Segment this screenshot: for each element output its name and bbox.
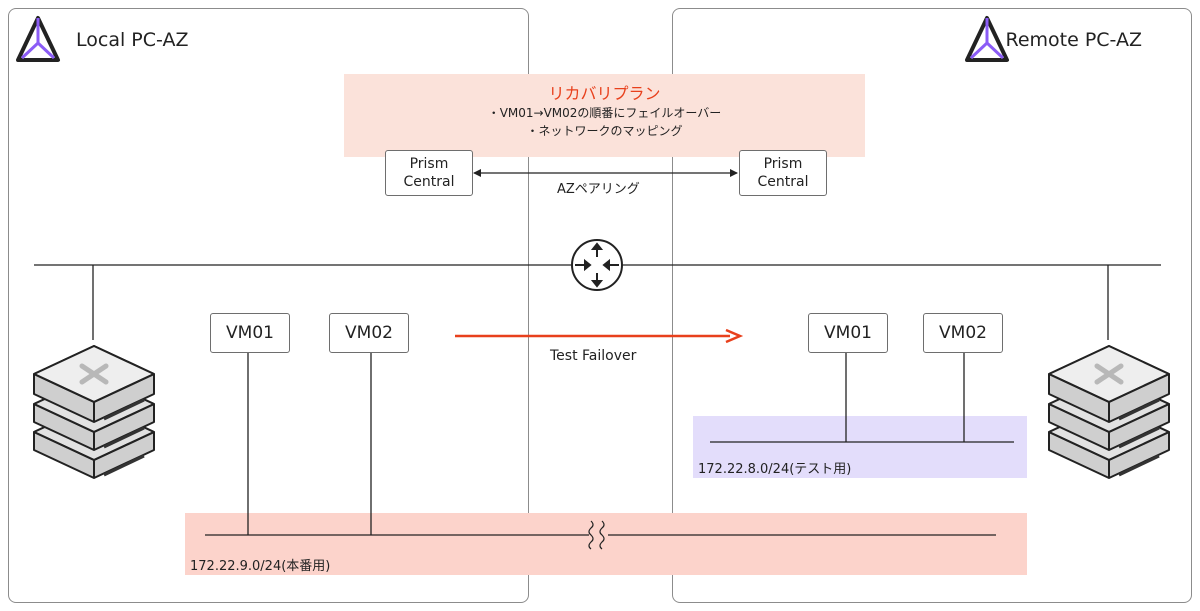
local-vm02[interactable]: VM02 bbox=[329, 313, 409, 353]
remote-vm02[interactable]: VM02 bbox=[923, 313, 1003, 353]
router-icon bbox=[571, 239, 623, 291]
test-failover-label: Test Failover bbox=[550, 348, 637, 364]
local-prism-central[interactable]: Prism Central bbox=[385, 150, 473, 196]
wan-break-icon bbox=[588, 520, 605, 550]
recovery-plan-box: リカバリプラン ・VM01→VM02の順番にフェイルオーバー ・ネットワークのマ… bbox=[344, 74, 865, 157]
test-subnet-label: 172.22.8.0/24(テスト用) bbox=[698, 462, 852, 477]
production-subnet bbox=[185, 513, 1027, 575]
local-vm01[interactable]: VM01 bbox=[210, 313, 290, 353]
production-subnet-label: 172.22.9.0/24(本番用) bbox=[190, 559, 331, 574]
test-subnet bbox=[693, 416, 1027, 478]
recovery-plan-item: ・ネットワークのマッピング bbox=[526, 124, 683, 138]
failover-arrow-head bbox=[725, 328, 744, 344]
remote-az-title: Remote PC-AZ bbox=[1005, 29, 1142, 51]
remote-prism-central[interactable]: Prism Central bbox=[739, 150, 827, 196]
local-az-title: Local PC-AZ bbox=[76, 29, 189, 51]
local-nutanix-logo-icon bbox=[16, 16, 60, 62]
local-server-icon bbox=[33, 345, 155, 479]
recovery-plan-title: リカバリプラン bbox=[548, 84, 661, 103]
remote-nutanix-logo-icon bbox=[965, 16, 1009, 62]
az-pairing-label: AZペアリング bbox=[557, 182, 640, 197]
remote-vm01[interactable]: VM01 bbox=[808, 313, 888, 353]
recovery-plan-item: ・VM01→VM02の順番にフェイルオーバー bbox=[487, 106, 722, 120]
remote-server-icon bbox=[1048, 345, 1170, 479]
